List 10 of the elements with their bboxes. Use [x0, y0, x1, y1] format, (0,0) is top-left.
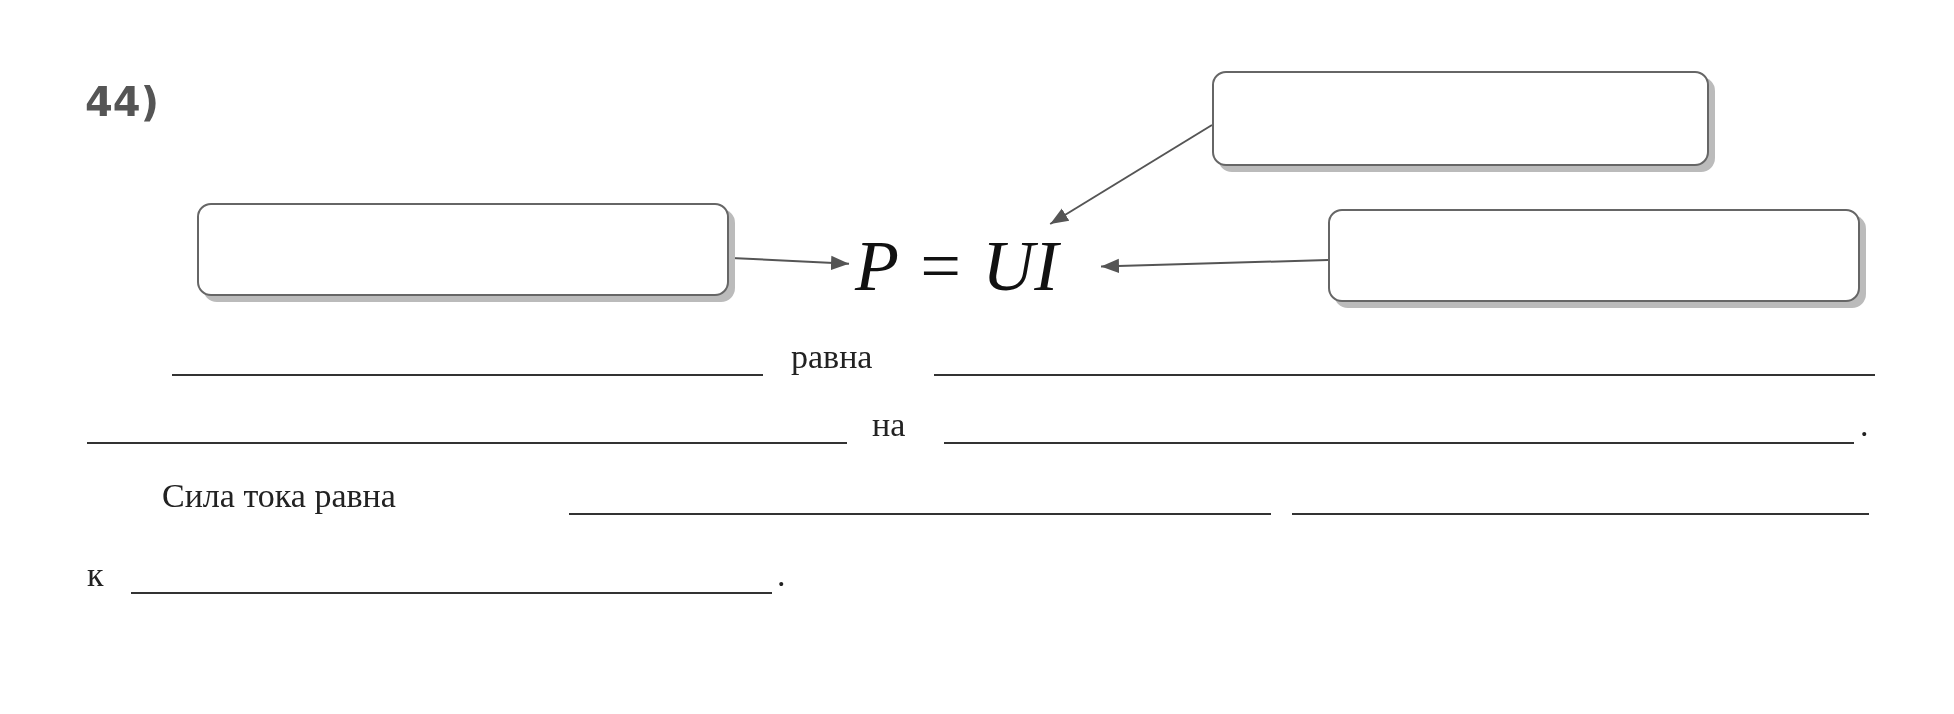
formula: P = UI — [855, 230, 1059, 302]
word: к — [87, 558, 104, 592]
period: . — [777, 558, 786, 592]
arrow — [1049, 124, 1213, 225]
exercise-number: 44) — [85, 82, 159, 122]
word: на — [872, 408, 906, 442]
arrow — [1100, 258, 1329, 274]
word: равна — [791, 340, 873, 374]
sentence-start: Сила тока равна — [162, 479, 396, 513]
period: . — [1860, 408, 1869, 442]
